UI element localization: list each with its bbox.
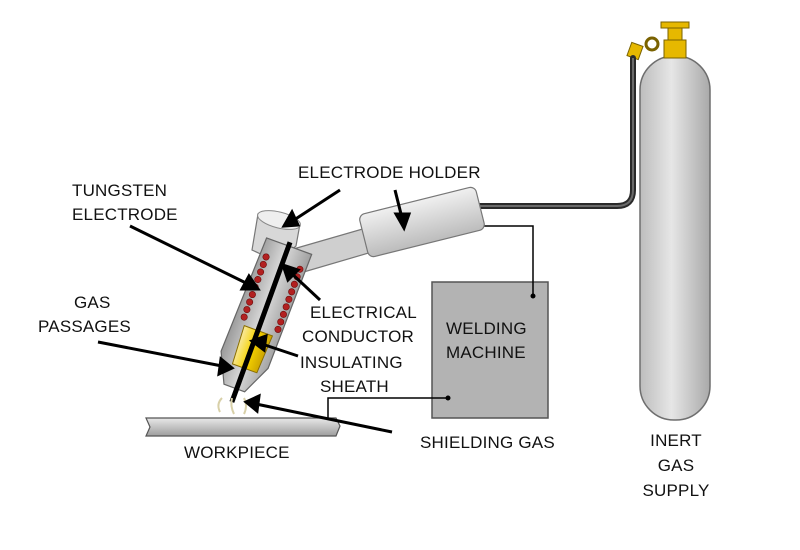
label-passages: PASSAGES [38, 317, 131, 336]
label-sheath: SHEATH [320, 377, 389, 396]
label-welding: WELDING [446, 319, 527, 338]
cylinder-valve [663, 39, 687, 59]
label-inert: INERT [650, 431, 702, 450]
gas-cylinder [626, 21, 711, 421]
shielding-gas-flow [217, 397, 247, 415]
label-tungsten-line2: ELECTRODE [72, 205, 178, 224]
welding-machine [431, 281, 549, 419]
gas-hose [475, 55, 636, 209]
leader-arrows [97, 188, 412, 434]
label-supply: SUPPLY [642, 481, 710, 500]
label-electrode: ELECTRODE [72, 204, 178, 226]
workpiece [145, 417, 341, 437]
conductor-coils [240, 253, 304, 333]
label-gas-word: GAS [657, 456, 695, 475]
label-workpiece: WORKPIECE [184, 443, 290, 462]
label-gas: GAS [74, 293, 111, 312]
label-insulating: INSULATING [300, 353, 403, 372]
label-tungsten: TUNGSTEN [72, 180, 167, 202]
label-conductor: CONDUCTOR [302, 327, 414, 346]
label-machine: MACHINE [446, 343, 526, 362]
torch-body [220, 237, 313, 403]
label-shielding-gas: SHIELDING GAS [420, 433, 555, 452]
label-tungsten-line1: TUNGSTEN [72, 181, 168, 200]
label-electrical: ELECTRICAL [310, 303, 417, 322]
ground-cable [327, 397, 448, 418]
tungsten-electrode [229, 241, 293, 403]
label-electrode-holder: ELECTRODE HOLDER [298, 163, 481, 182]
power-cable [478, 225, 534, 296]
regulator-ring [644, 36, 660, 52]
